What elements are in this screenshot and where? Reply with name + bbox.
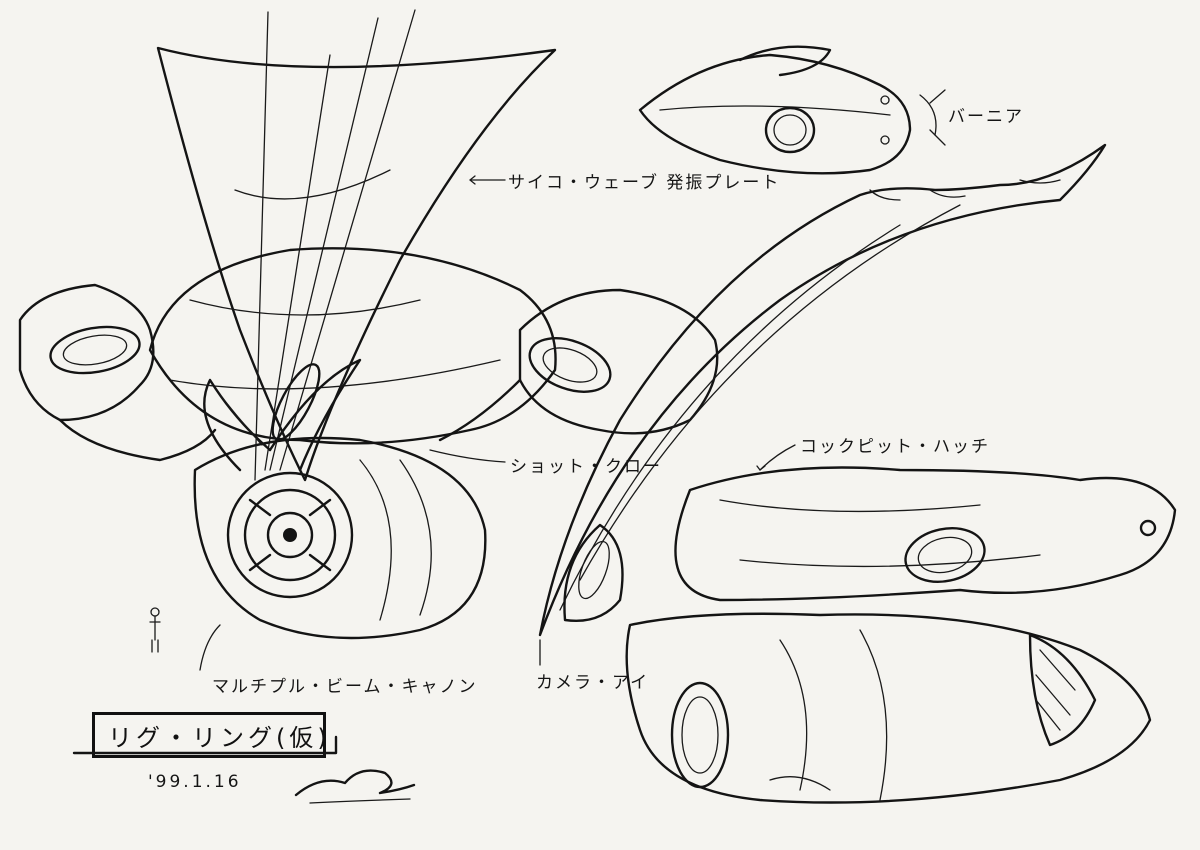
psycho-plate-side — [538, 143, 1107, 637]
torso-front — [148, 247, 557, 445]
label-psycho-wave-plate: サイコ・ウェーブ 発振プレート — [508, 173, 781, 193]
sheet-title: リグ・リング(仮) — [108, 724, 331, 752]
left-arm-pod — [18, 283, 155, 422]
front-view-mecha — [18, 9, 719, 671]
label-shot-claw: ショット・クロー — [510, 457, 662, 477]
side-view-mecha — [638, 45, 946, 175]
three-quarter-view-mecha — [538, 143, 1177, 804]
label-vernier: バーニア — [948, 107, 1024, 127]
beam-cannon-muzzle — [226, 471, 354, 599]
sheet-date: '99.1.16 — [148, 772, 242, 792]
lower-sphere — [193, 436, 487, 640]
label-cockpit-hatch: コックピット・ハッチ — [800, 437, 990, 457]
right-arm-pod — [518, 288, 719, 435]
label-camera-eye: カメラ・アイ — [536, 673, 650, 693]
title-frame — [92, 712, 326, 758]
body-side — [674, 466, 1177, 602]
psycho-plate-front — [156, 46, 557, 482]
human-scale-figure — [149, 607, 161, 653]
title-bracket-lines — [72, 735, 338, 755]
artist-signature-icon — [294, 769, 416, 804]
label-multiple-beam-cannon: マルチプル・ビーム・キャノン — [212, 677, 478, 697]
lower-pod-side — [625, 612, 1152, 804]
